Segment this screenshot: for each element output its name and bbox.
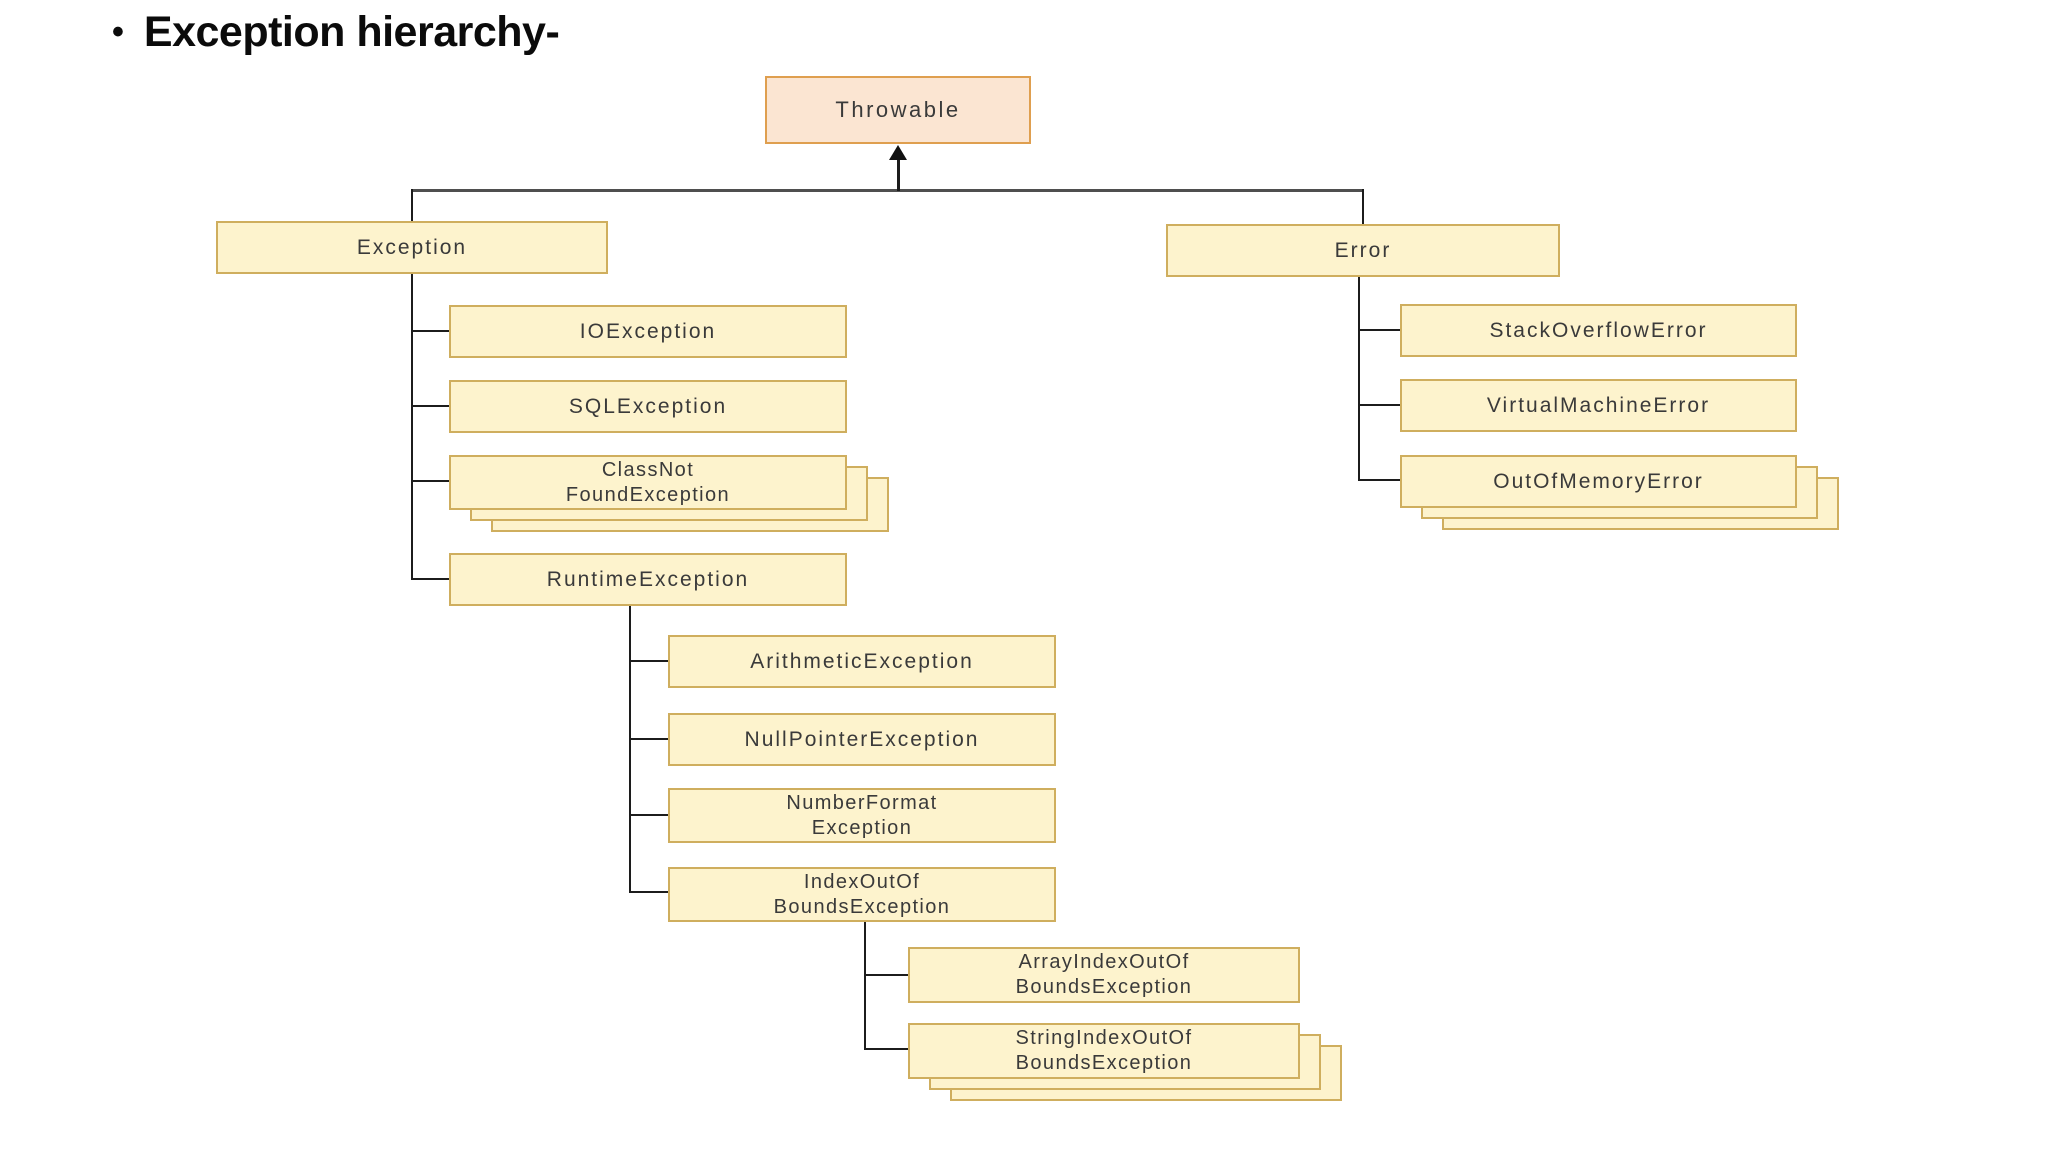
node-virtualmachineerror: VirtualMachineError [1400, 379, 1797, 432]
node-indexoutofboundsexception-line1: IndexOutOf [803, 870, 921, 893]
page-title-text: Exception hierarchy- [143, 8, 560, 56]
node-numberformatexception-line2: Exception [811, 816, 913, 839]
trunk-exception [411, 274, 413, 580]
node-throwable: Throwable [765, 76, 1031, 144]
node-sqlexception: SQLException [449, 380, 847, 433]
node-stringindexoutofboundsexception: StringIndexOutOf BoundsException [908, 1023, 1300, 1079]
node-exception: Exception [216, 221, 608, 274]
node-exception-label: Exception [356, 235, 468, 259]
stub-classnotfoundexception [411, 480, 449, 482]
node-runtimeexception: RuntimeException [449, 553, 847, 606]
node-outofmemoryerror-label: OutOfMemoryError [1493, 469, 1704, 493]
stub-stackoverflowerror [1358, 329, 1400, 331]
node-arithmeticexception-label: ArithmeticException [750, 649, 974, 673]
node-arithmeticexception: ArithmeticException [668, 635, 1056, 688]
trunk-runtimeexception [629, 606, 631, 893]
stub-outofmemoryerror [1358, 479, 1400, 481]
node-virtualmachineerror-label: VirtualMachineError [1486, 393, 1711, 417]
node-arrayindexoutofboundsexception-line2: BoundsException [1015, 976, 1193, 998]
node-classnotfoundexception-line2: FoundException [565, 483, 731, 506]
node-outofmemoryerror: OutOfMemoryError [1400, 455, 1797, 508]
node-indexoutofboundsexception-line2: BoundsException [773, 895, 951, 918]
node-nullpointerexception: NullPointerException [668, 713, 1056, 766]
node-throwable-label: Throwable [835, 97, 961, 122]
node-ioexception-label: IOException [579, 319, 717, 343]
connector-arrow-stem [897, 156, 900, 191]
node-runtimeexception-label: RuntimeException [546, 567, 750, 591]
node-numberformatexception: NumberFormat Exception [668, 788, 1056, 843]
node-classnotfoundexception: ClassNot FoundException [449, 455, 847, 510]
node-arrayindexoutofboundsexception-line1: ArrayIndexOutOf [1018, 951, 1190, 973]
node-stackoverflowerror-label: StackOverflowError [1489, 318, 1708, 342]
connector-top-horizontal [411, 189, 1364, 192]
node-error-label: Error [1334, 238, 1392, 262]
stub-runtimeexception [411, 578, 449, 580]
node-nullpointerexception-label: NullPointerException [744, 727, 980, 751]
stub-numberformatexception [629, 814, 668, 816]
stub-arithmeticexception [629, 660, 668, 662]
node-sqlexception-label: SQLException [568, 394, 728, 418]
bullet-icon: • [112, 13, 124, 51]
node-indexoutofboundsexception: IndexOutOf BoundsException [668, 867, 1056, 922]
connector-drop-exception [411, 189, 413, 221]
stub-indexoutofboundsexception [629, 891, 668, 893]
stub-sqlexception [411, 405, 449, 407]
stub-nullpointerexception [629, 738, 668, 740]
node-stringindexoutofboundsexception-line2: BoundsException [1015, 1052, 1193, 1074]
arrow-up-icon [889, 145, 907, 160]
node-classnotfoundexception-line1: ClassNot [601, 458, 695, 481]
node-ioexception: IOException [449, 305, 847, 358]
node-error: Error [1166, 224, 1560, 277]
node-numberformatexception-line1: NumberFormat [786, 791, 938, 814]
stub-ioexception [411, 330, 449, 332]
node-stringindexoutofboundsexception-line1: StringIndexOutOf [1015, 1027, 1193, 1049]
connector-drop-error [1362, 189, 1364, 224]
trunk-indexoutofbounds [864, 922, 866, 1050]
stub-virtualmachineerror [1358, 404, 1400, 406]
node-arrayindexoutofboundsexception: ArrayIndexOutOf BoundsException [908, 947, 1300, 1003]
stub-arrayindexoutofbounds [864, 974, 908, 976]
trunk-error [1358, 277, 1360, 481]
stub-stringindexoutofbounds [864, 1048, 908, 1050]
node-stackoverflowerror: StackOverflowError [1400, 304, 1797, 357]
page-title: • Exception hierarchy- [112, 2, 560, 62]
